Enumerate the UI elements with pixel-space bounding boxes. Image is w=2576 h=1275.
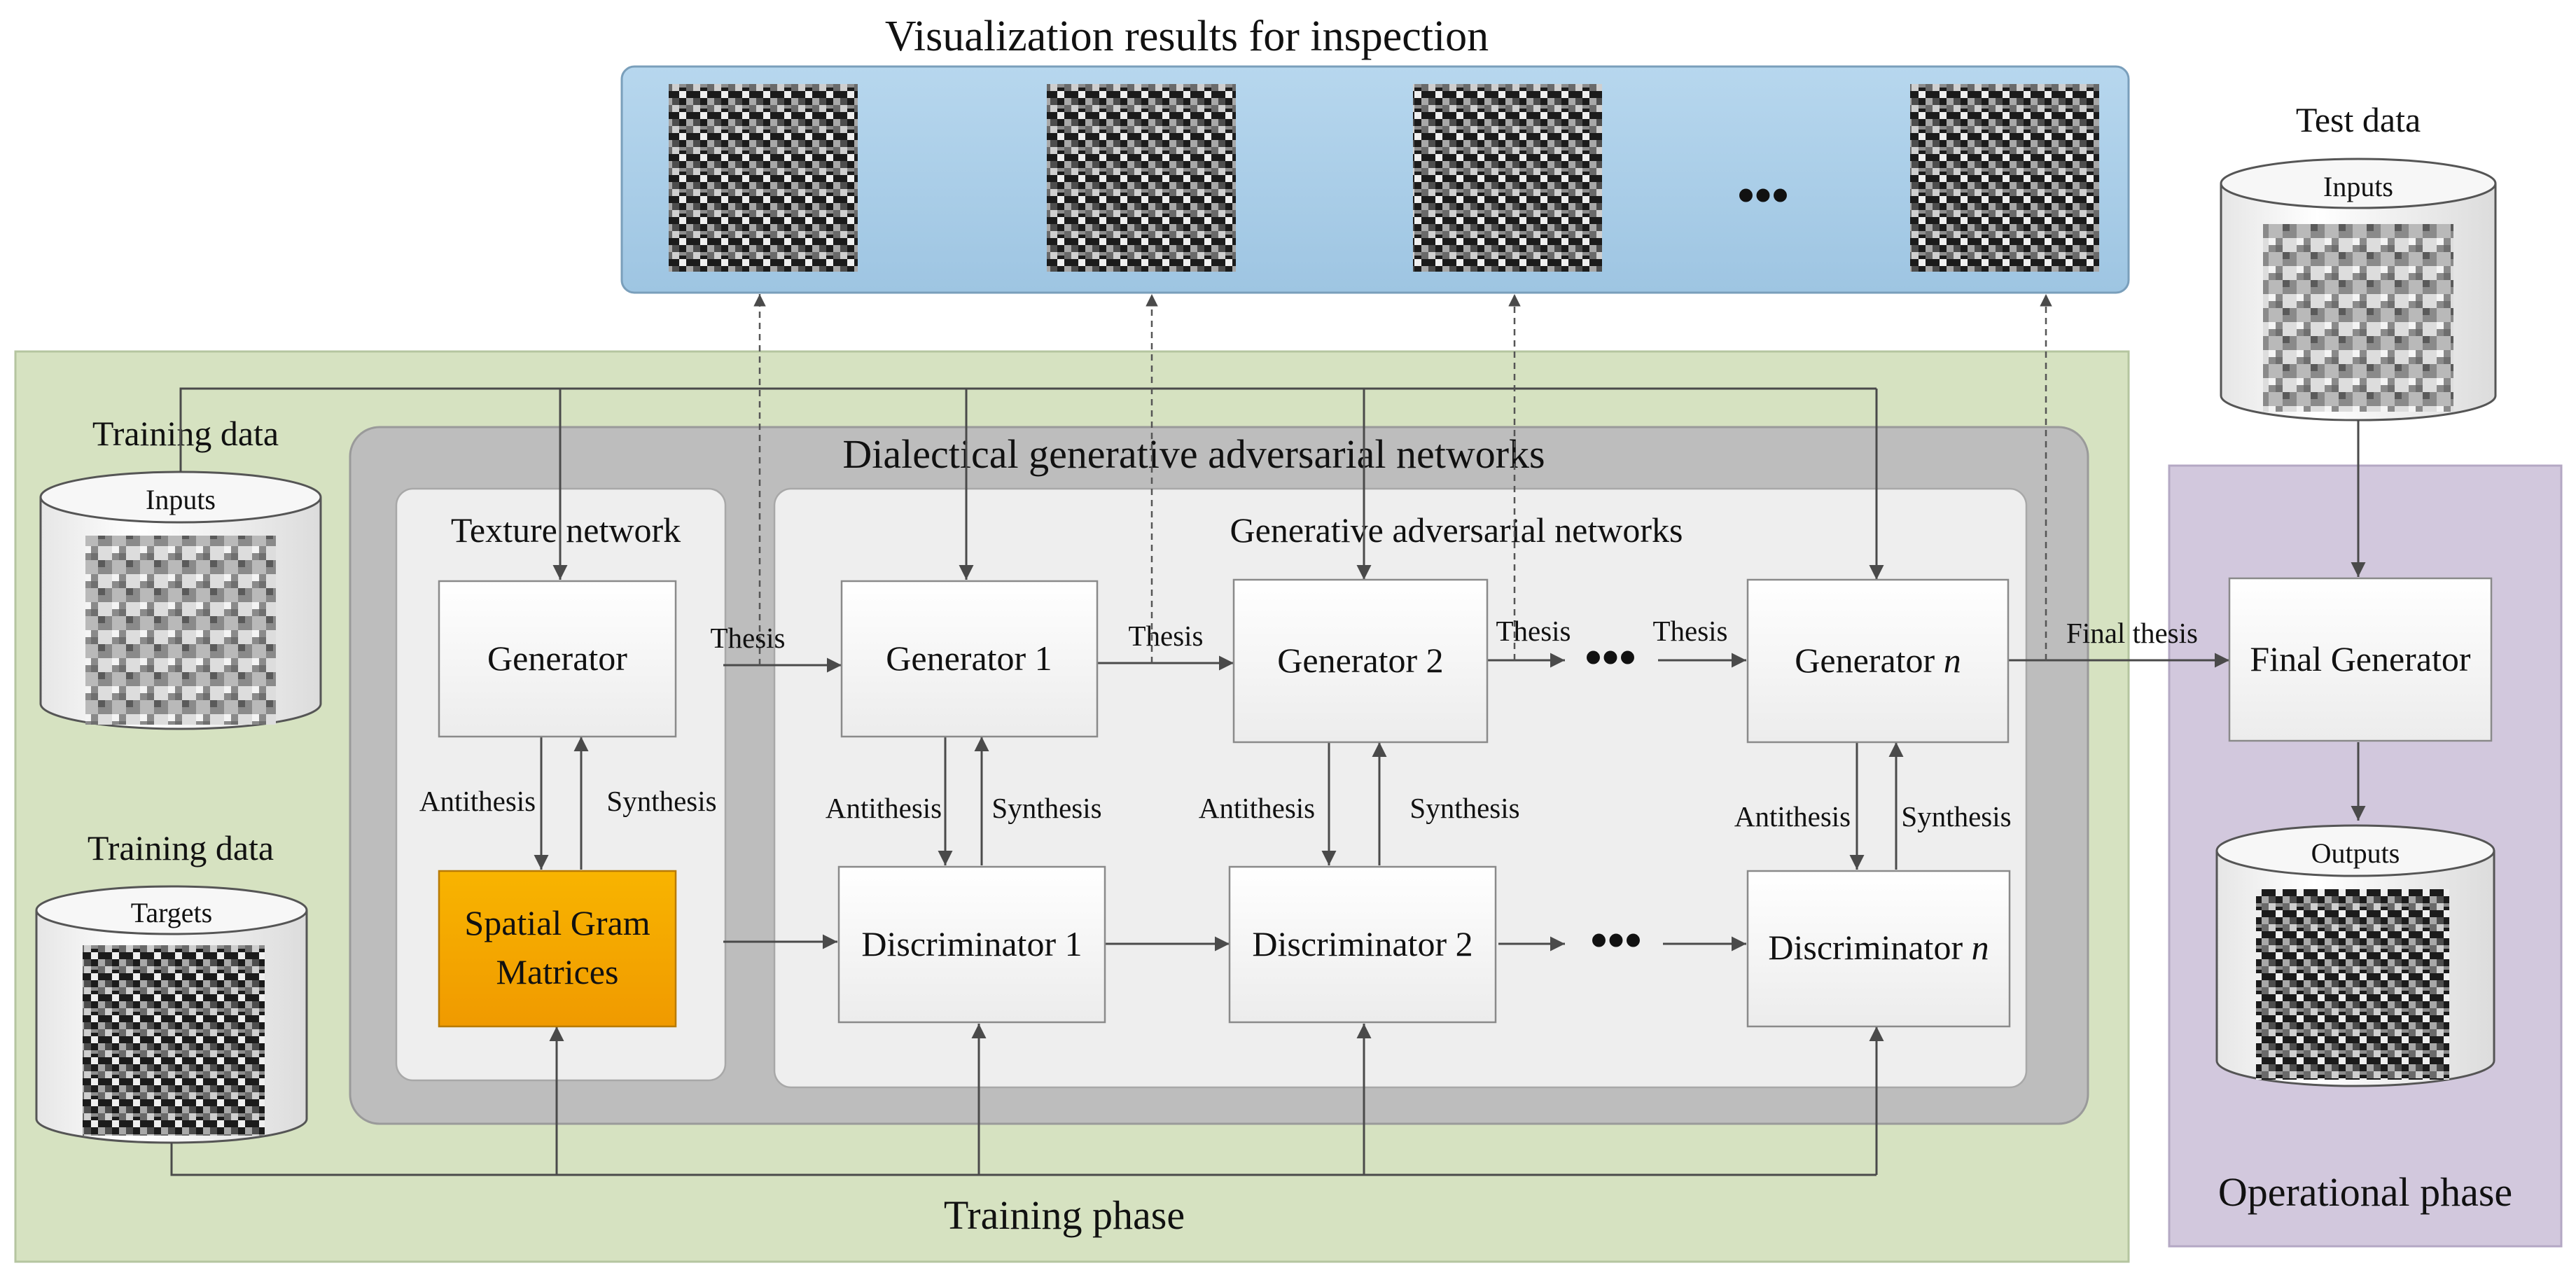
synthesis-label-n: Synthesis	[1901, 800, 2011, 832]
generator-1-box: Generator 1	[840, 580, 1099, 738]
spatial-gram-matrices-box: Spatial Gram Matrices	[438, 870, 677, 1028]
gan-label: Generative adversarial networks	[1230, 510, 1683, 550]
generator-n-label: Generator n	[1795, 641, 1961, 680]
generator-2-box: Generator 2	[1232, 578, 1489, 744]
training-targets-database	[35, 885, 308, 1144]
antithesis-label-0: Antithesis	[419, 785, 536, 817]
discriminator-2-label: Discriminator 2	[1252, 924, 1473, 963]
visualization-image-n	[1910, 84, 2099, 272]
training-phase-label: Training phase	[944, 1192, 1185, 1238]
synthesis-label-0: Synthesis	[606, 785, 716, 817]
test-data-label: Test data	[2296, 100, 2421, 139]
thesis-label-0: Thesis	[710, 622, 785, 654]
discriminator-1-label: Discriminator 1	[861, 924, 1082, 963]
operational-phase-label: Operational phase	[2218, 1169, 2512, 1215]
targets-label: Targets	[131, 897, 212, 928]
inputs-bus-line	[179, 387, 1877, 472]
generator-n-box: Generator n	[1746, 578, 2010, 744]
visualization-image-2	[1047, 84, 1236, 272]
inputs-label: Inputs	[146, 484, 216, 515]
texture-generator-label: Generator	[487, 639, 627, 678]
discriminator-n-box: Discriminator n	[1746, 870, 2011, 1028]
test-inputs-label: Inputs	[2323, 171, 2393, 202]
final-generator-box: Final Generator	[2228, 577, 2493, 742]
training-target-image	[83, 945, 265, 1136]
discriminator-n-label: Discriminator n	[1768, 928, 1989, 967]
training-input-image	[85, 536, 276, 725]
gram-label-line-2: Matrices	[496, 952, 619, 991]
gram-label-line-1: Spatial Gram	[464, 903, 650, 942]
targets-bus-line	[170, 1143, 1877, 1176]
final-thesis-label: Final thesis	[2066, 617, 2198, 649]
synthesis-label-2: Synthesis	[1409, 792, 1519, 824]
antithesis-label-2: Antithesis	[1199, 792, 1315, 824]
discriminator-ellipsis: •••	[1590, 914, 1642, 968]
training-data-targets-label: Training data	[88, 828, 274, 868]
outputs-label: Outputs	[2311, 837, 2400, 869]
generator-2-label: Generator 2	[1277, 641, 1443, 680]
texture-network-label: Texture network	[451, 510, 681, 550]
test-input-image	[2263, 224, 2453, 412]
dgan-label: Dialectical generative adversarial netwo…	[842, 431, 1545, 477]
thesis-label-3: Thesis	[1652, 615, 1727, 647]
outputs-database	[2215, 824, 2495, 1087]
antithesis-label-1: Antithesis	[826, 792, 942, 824]
visualization-panel	[620, 65, 2130, 294]
diagram-title: Visualization results for inspection	[885, 13, 1489, 60]
visualization-image-3	[1413, 84, 1602, 272]
generator-ellipsis: •••	[1585, 631, 1636, 685]
thesis-label-2: Thesis	[1496, 615, 1571, 647]
final-generator-label: Final Generator	[2250, 639, 2471, 678]
texture-generator-box: Generator	[438, 580, 677, 738]
synthesis-label-1: Synthesis	[991, 792, 1101, 824]
visualization-ellipsis: •••	[1737, 169, 1789, 223]
training-data-inputs-label: Training data	[92, 414, 279, 453]
thesis-label-1: Thesis	[1128, 620, 1203, 652]
generator-1-label: Generator 1	[886, 639, 1052, 678]
discriminator-2-box: Discriminator 2	[1228, 865, 1497, 1024]
output-image	[2256, 889, 2449, 1080]
discriminator-1-box: Discriminator 1	[837, 865, 1106, 1024]
test-inputs-database	[2220, 158, 2497, 421]
training-inputs-database	[39, 471, 322, 730]
antithesis-label-n: Antithesis	[1734, 800, 1851, 832]
visualization-image-1	[669, 84, 858, 272]
